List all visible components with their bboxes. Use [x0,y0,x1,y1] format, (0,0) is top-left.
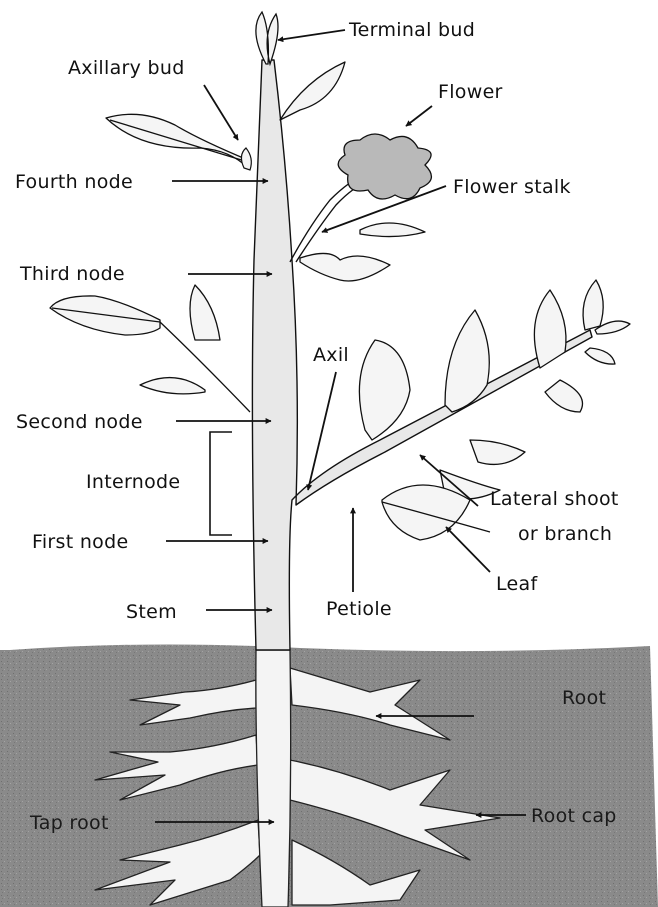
label-root-cap: Root cap [531,805,617,827]
label-axil: Axil [313,344,349,366]
label-internode: Internode [86,471,180,493]
label-lateral-shoot-line2: or branch [518,523,612,545]
label-stem: Stem [126,601,177,623]
label-first-node: First node [32,531,128,553]
label-leaf: Leaf [496,573,538,595]
flower-branch [290,134,431,262]
label-terminal-bud: Terminal bud [348,19,475,41]
label-petiole: Petiole [326,598,392,620]
label-axillary-bud: Axillary bud [68,57,185,79]
internode-bracket [210,432,232,535]
tap-root [256,650,291,907]
label-second-node: Second node [16,411,143,433]
label-root: Root [562,687,606,709]
axillary-bud [241,148,251,170]
flower-head [338,134,431,199]
label-flower: Flower [438,81,503,103]
label-tap-root: Tap root [29,812,109,834]
label-fourth-node: Fourth node [15,171,133,193]
label-lateral-shoot: Lateral shoot [490,488,619,510]
label-flower-stalk: Flower stalk [453,176,571,198]
terminal-bud [256,12,278,64]
label-third-node: Third node [19,263,125,285]
